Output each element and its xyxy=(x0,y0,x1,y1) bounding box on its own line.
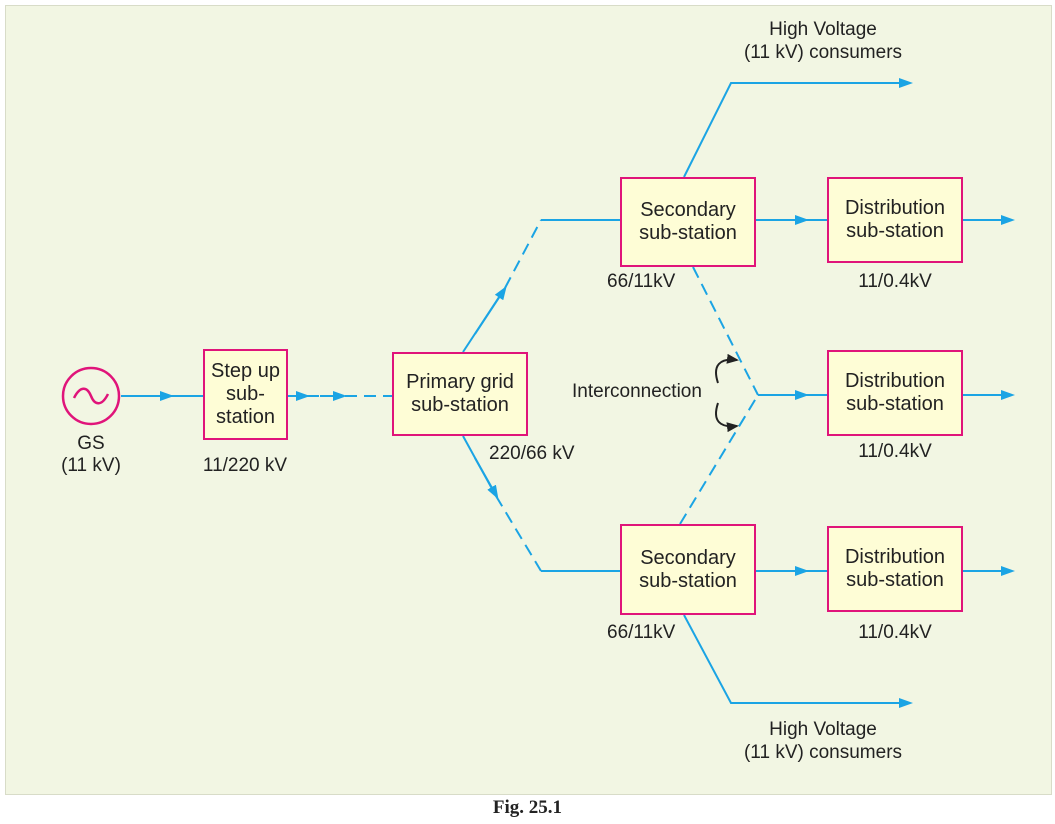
secondary-bottom-voltage: 66/11kV xyxy=(607,622,676,643)
sec-bot-line-1: Secondary xyxy=(640,546,736,569)
figure-caption: Fig. 25.1 xyxy=(492,797,563,818)
distribution-3-voltage: 11/0.4kV xyxy=(858,622,932,643)
dist2-line-2: sub-station xyxy=(846,393,944,415)
hv-bottom-line-2: (11 kV) consumers xyxy=(743,742,903,763)
step-up-line-1: Step up xyxy=(211,360,280,382)
distribution-substation-2: Distribution sub-station xyxy=(827,350,963,436)
dist3-line-1: Distribution xyxy=(844,546,946,568)
sec-bot-line-2: sub-station xyxy=(639,569,737,592)
hv-top-line xyxy=(683,82,908,178)
primary-grid-substation: Primary grid sub-station xyxy=(392,352,528,436)
primary-voltage: 220/66 kV xyxy=(489,443,575,464)
generator-rating: (11 kV) xyxy=(61,455,121,476)
primary-up-arrow xyxy=(474,285,507,335)
hv-top-line-2: (11 kV) consumers xyxy=(743,42,903,63)
primary-line-1: Primary grid xyxy=(406,371,514,393)
primary-down-dashed xyxy=(495,495,542,572)
hv-top-line-1: High Voltage xyxy=(769,19,877,40)
hv-bottom-line-1: High Voltage xyxy=(769,719,877,740)
interconnection-label: Interconnection xyxy=(572,381,702,402)
distribution-2-voltage: 11/0.4kV xyxy=(858,441,932,462)
interconnect-upper xyxy=(692,266,759,396)
distribution-substation-1: Distribution sub-station xyxy=(827,177,963,263)
step-up-line-2: sub- xyxy=(226,383,265,405)
secondary-substation-top: Secondary sub-station xyxy=(620,177,756,267)
hv-bottom-line xyxy=(683,614,908,704)
step-up-voltage: 11/220 kV xyxy=(202,455,288,476)
distribution-1-voltage: 11/0.4kV xyxy=(858,271,932,292)
secondary-top-voltage: 66/11kV xyxy=(607,271,676,292)
generator-name: GS xyxy=(77,433,105,454)
interconnect-curve-upper xyxy=(715,353,739,384)
secondary-substation-bottom: Secondary sub-station xyxy=(620,524,756,615)
distribution-substation-3: Distribution sub-station xyxy=(827,526,963,612)
primary-line-2: sub-station xyxy=(411,394,509,416)
sec-top-line-1: Secondary xyxy=(640,199,736,221)
step-up-substation: Step up sub- station xyxy=(203,349,288,440)
dist3-line-2: sub-station xyxy=(846,569,944,591)
dist1-line-1: Distribution xyxy=(844,197,946,219)
interconnect-lower xyxy=(679,394,759,525)
sec-top-line-2: sub-station xyxy=(639,222,737,244)
step-up-line-3: station xyxy=(216,406,275,428)
dist2-line-1: Distribution xyxy=(844,370,946,392)
dist1-line-2: sub-station xyxy=(846,220,944,242)
generator-sine-icon xyxy=(72,387,110,405)
generator-circle xyxy=(61,366,121,426)
primary-up-dashed xyxy=(504,219,542,289)
primary-down-arrow xyxy=(474,457,499,500)
interconnect-curve-lower xyxy=(715,402,739,433)
